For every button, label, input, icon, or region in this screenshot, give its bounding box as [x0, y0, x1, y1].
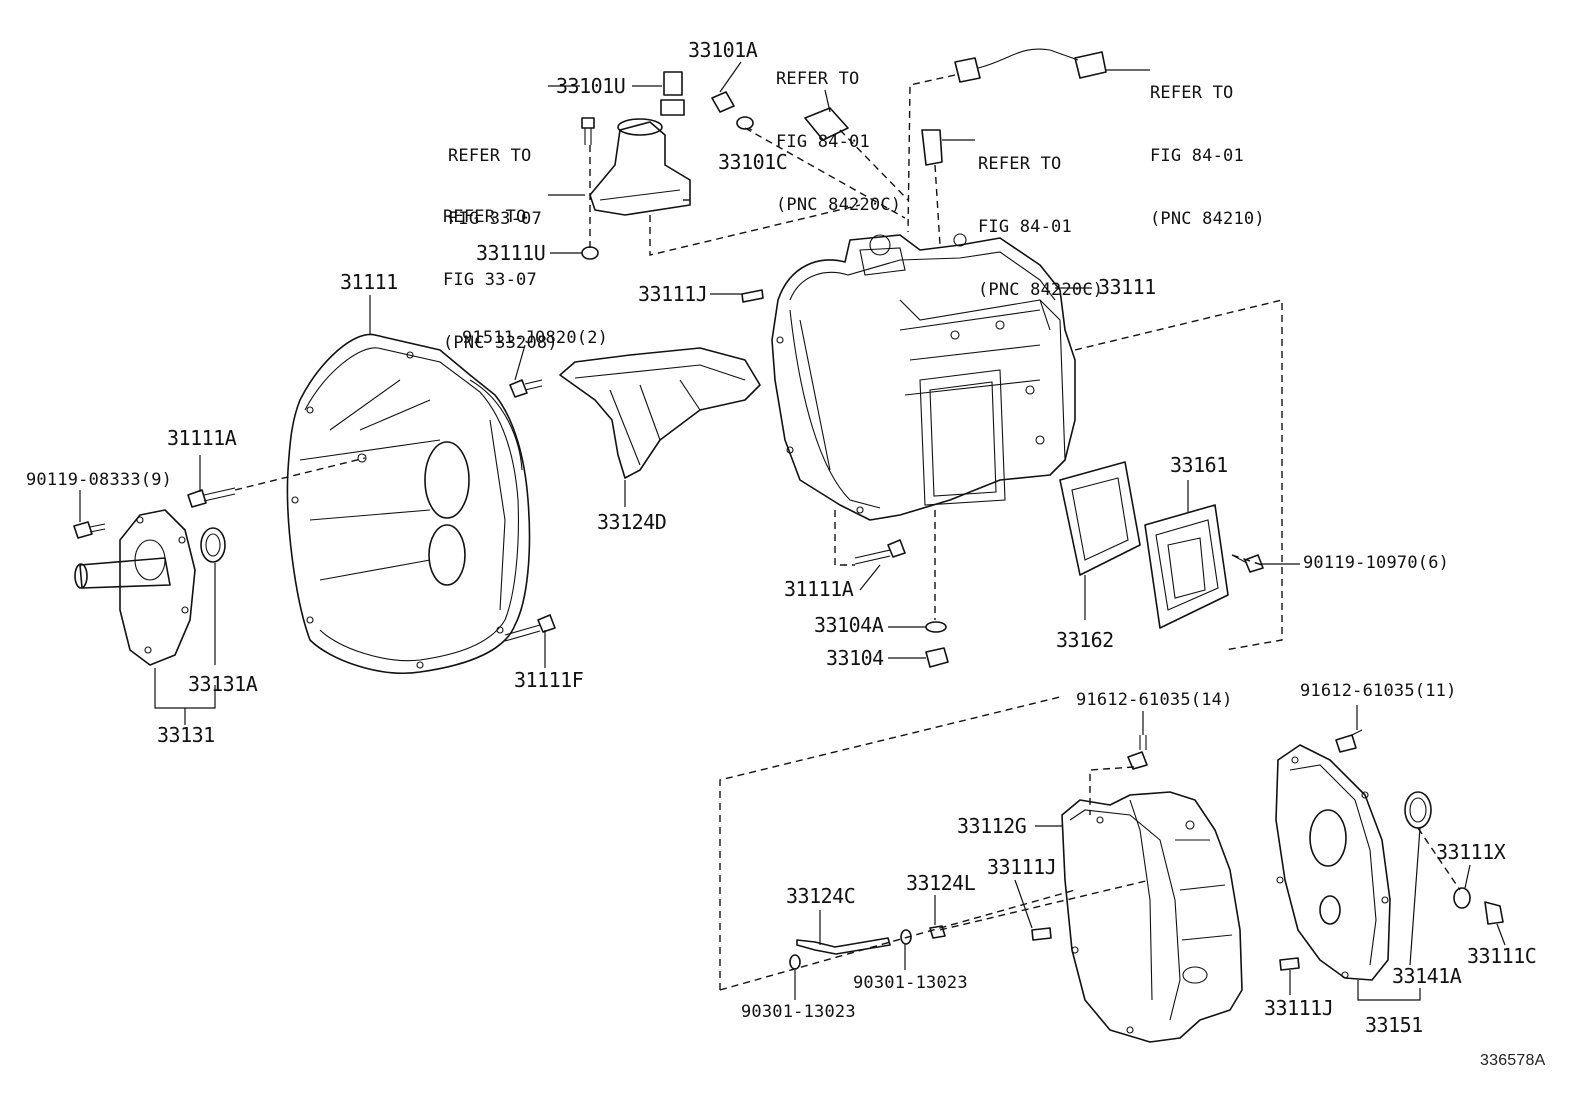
label-33104A: 33104A — [814, 613, 884, 637]
refer-fig-33-07-a: REFER TO FIG 33-07 — [448, 104, 542, 251]
label-33111J-bot: 33111J — [1264, 996, 1334, 1020]
label-33151: 33151 — [1365, 1013, 1423, 1037]
refer-fig-84-01-b: REFER TO FIG 84-01 (PNC 84210) — [1150, 41, 1265, 251]
figure-id: 336578A — [1480, 1052, 1546, 1069]
label-33124D: 33124D — [597, 510, 667, 534]
label-33162: 33162 — [1056, 628, 1114, 652]
label-33161: 33161 — [1170, 453, 1228, 477]
refer-line: (PNC 33208) — [443, 333, 558, 353]
label-33124C: 33124C — [786, 884, 856, 908]
dashed-guide-lines — [234, 74, 1461, 991]
oil-seal-33131A — [200, 527, 226, 563]
label-33111J-mid: 33111J — [987, 855, 1057, 879]
refer-line: FIG 84-01 — [776, 132, 870, 152]
label-33101C: 33101C — [718, 150, 788, 174]
label-90119-08333: 90119-08333(9) — [26, 470, 173, 490]
label-90301-13023-a: 90301-13023 — [741, 1002, 856, 1022]
shift-lever-retainer — [589, 118, 691, 216]
label-33131: 33131 — [157, 723, 215, 747]
label-33111X: 33111X — [1436, 840, 1506, 864]
label-91511-J0820: 91511-J0820(2) — [462, 328, 609, 348]
refer-fig-84-01-c: REFER TO FIG 84-01 (PNC 84220C) — [978, 112, 1103, 322]
refer-line: REFER TO — [978, 154, 1062, 174]
cover-plate-33161 — [1144, 504, 1229, 629]
refer-line: (PNC 84210) — [1150, 209, 1265, 229]
label-91612-61035-11: 91612-61035(11) — [1300, 681, 1457, 701]
bearing-retainer-33131 — [74, 509, 196, 666]
refer-line: FIG 33-07 — [443, 270, 537, 290]
label-31111F: 31111F — [514, 668, 584, 692]
refer-fig-84-01-a: REFER TO FIG 84-01 (PNC 84220C) — [776, 27, 901, 237]
label-31111: 31111 — [340, 270, 398, 294]
refer-line: FIG 84-01 — [1150, 146, 1244, 166]
label-33124L: 33124L — [906, 871, 976, 895]
label-33104: 33104 — [826, 646, 884, 670]
label-33112G: 33112G — [957, 814, 1027, 838]
small-parts — [73, 48, 1504, 971]
label-90301-13023-b: 90301-13023 — [853, 973, 968, 993]
refer-line: FIG 33-07 — [448, 209, 542, 229]
refer-line: REFER TO — [448, 146, 532, 166]
label-33111: 33111 — [1098, 275, 1156, 299]
refer-fig-33-07-b: REFER TO FIG 33-07 (PNC 33208) — [443, 165, 558, 375]
label-33101U: 33101U — [556, 74, 626, 98]
refer-line: REFER TO — [776, 69, 860, 89]
refer-line: REFER TO — [1150, 83, 1234, 103]
leader-lines — [79, 61, 1506, 1001]
bracket-33124D — [559, 347, 761, 479]
label-31111A-left: 31111A — [167, 426, 237, 450]
label-33111U: 33111U — [476, 241, 546, 265]
label-33111J-top: 33111J — [638, 282, 708, 306]
label-31111A-mid: 31111A — [784, 577, 854, 601]
transmission-case-33111 — [771, 233, 1076, 521]
label-33101A: 33101A — [688, 38, 758, 62]
label-90119-10970: 90119-10970(6) — [1303, 553, 1450, 573]
gasket-33162 — [1059, 461, 1141, 576]
clutch-housing-31111 — [286, 333, 531, 674]
refer-line: (PNC 84220C) — [978, 280, 1104, 300]
label-33141A: 33141A — [1392, 964, 1462, 988]
label-91612-61035-14: 91612-61035(14) — [1076, 690, 1233, 710]
label-33131A: 33131A — [188, 672, 258, 696]
refer-line: FIG 84-01 — [978, 217, 1072, 237]
refer-line: REFER TO — [443, 207, 527, 227]
rear-cover-33151 — [1275, 744, 1391, 981]
label-33111C: 33111C — [1467, 944, 1537, 968]
extension-housing-33112G — [1061, 791, 1243, 1043]
refer-line: (PNC 84220C) — [776, 195, 902, 215]
